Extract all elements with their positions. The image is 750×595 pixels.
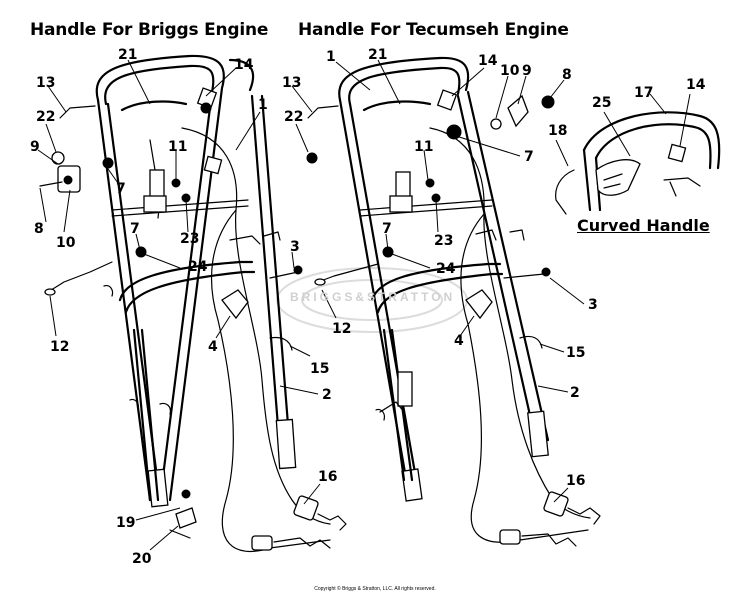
callout-label: 9 (30, 139, 40, 155)
briggs-right-tube (228, 58, 255, 92)
briggs-leaders (37, 59, 321, 551)
tecumseh-leaders (291, 59, 585, 503)
callout-label: 2 (570, 385, 580, 401)
callout-label: 7 (524, 149, 534, 165)
callout-label: 14 (234, 57, 254, 73)
callout-label: 23 (180, 231, 200, 247)
callout-label: 13 (282, 75, 302, 91)
callout-label: 16 (318, 469, 338, 485)
curved-leaders (555, 93, 691, 167)
callout-label: 17 (634, 85, 654, 101)
callout-label: 21 (368, 47, 388, 63)
callout-label: 22 (284, 109, 304, 125)
curved-handle-title: Curved Handle (577, 216, 710, 235)
curved-handle-detail (555, 111, 721, 215)
callout-label: 4 (454, 333, 464, 349)
briggs-title: Handle For Briggs Engine (30, 20, 269, 40)
callout-label: 15 (566, 345, 586, 361)
callout-label: 7 (382, 221, 392, 237)
callout-label: 2 (322, 387, 332, 403)
callout-label: 19 (116, 515, 136, 531)
callout-label: 7 (130, 221, 140, 237)
callout-label: 12 (332, 321, 352, 337)
callout-label: 16 (566, 473, 586, 489)
briggs-control-cable (181, 127, 331, 525)
callout-label: 24 (436, 261, 456, 277)
callout-label: 12 (50, 339, 70, 355)
copyright-notice: Copyright © Briggs & Stratton, LLC. All … (314, 586, 436, 592)
tecumseh-title: Handle For Tecumseh Engine (298, 20, 569, 40)
callout-label: 14 (686, 77, 706, 93)
callout-label: 20 (132, 551, 152, 567)
briggs-upper-handle (95, 54, 225, 502)
callout-label: 1 (258, 97, 268, 113)
callout-label: 3 (588, 297, 598, 313)
briggs-handle (39, 54, 347, 553)
callout-label: 11 (414, 139, 434, 155)
callout-label: 8 (34, 221, 44, 237)
callout-label: 10 (500, 63, 520, 79)
callout-label: 11 (168, 139, 188, 155)
callout-label: 13 (36, 75, 56, 91)
callout-label: 9 (522, 63, 532, 79)
callout-label: 21 (118, 47, 138, 63)
callout-label: 22 (36, 109, 56, 125)
callout-label: 15 (310, 361, 330, 377)
callout-label: 4 (208, 339, 218, 355)
callout-label: 10 (56, 235, 76, 251)
callout-label: 14 (478, 53, 498, 69)
callout-label: 18 (548, 123, 568, 139)
callout-label: 25 (592, 95, 612, 111)
tecumseh-upper-handle (338, 56, 470, 102)
callout-label: 3 (290, 239, 300, 255)
callout-label: 7 (116, 181, 126, 197)
watermark-text: BRIGGS&STRATTON (290, 290, 456, 304)
tecumseh-handle (306, 56, 601, 547)
callout-label: 24 (188, 259, 208, 275)
callout-label: 23 (434, 233, 454, 249)
callout-label: 8 (562, 67, 572, 83)
callout-label: 1 (326, 49, 336, 65)
